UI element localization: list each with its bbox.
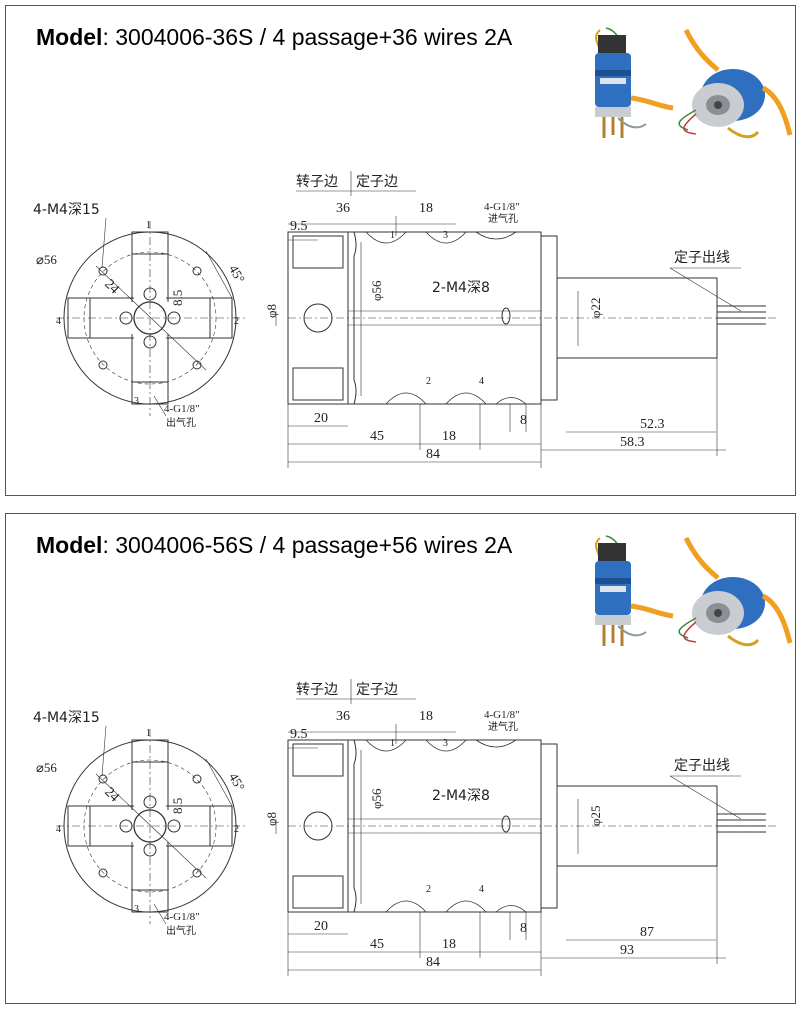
dim-18-bottom: 18 — [442, 429, 456, 444]
port-3: 3 — [443, 738, 448, 749]
stator-side-label: 定子边 — [356, 682, 398, 698]
inlet-cn-label: 进气孔 — [488, 212, 518, 225]
dim-36: 36 — [336, 201, 350, 216]
front-dia-56: ⌀56 — [36, 252, 57, 267]
model-label: Model — [36, 532, 103, 558]
shaft-length: 52.3 — [640, 417, 665, 432]
port-1: 1 — [390, 738, 395, 749]
shaft-diameter: φ22 — [588, 297, 603, 318]
total-length: 58.3 — [620, 435, 645, 450]
shaft-diameter: φ25 — [588, 805, 603, 826]
spec-panel-2: Model: 3004006-56S / 4 passage+56 wires … — [5, 513, 796, 1004]
dim-18-top: 18 — [419, 201, 433, 216]
dim-24: 24 — [101, 277, 122, 298]
outlet-cn-label: 出气孔 — [166, 924, 196, 937]
dim-9-5: 9.5 — [290, 219, 308, 234]
port-4: 4 — [479, 376, 484, 387]
front-view — [56, 217, 246, 417]
dim-8-5: 8.5 — [170, 290, 185, 306]
port-3: 3 — [443, 230, 448, 241]
product-photo — [595, 535, 793, 647]
face-4: 4 — [56, 824, 61, 835]
total-length: 93 — [620, 943, 634, 958]
dim-phi8: φ8 — [264, 812, 279, 826]
dim-phi8: φ8 — [264, 304, 279, 318]
rotor-side-label: 转子边 — [296, 682, 338, 698]
model-title: Model: 3004006-56S / 4 passage+56 wires … — [36, 532, 512, 559]
stator-side-label: 定子边 — [356, 174, 398, 190]
port-4: 4 — [479, 884, 484, 895]
face-2: 2 — [234, 316, 239, 327]
port-2: 2 — [426, 884, 431, 895]
m4-depth15-label: 4-M4深15 — [33, 202, 100, 218]
technical-drawing: 转子边 定子边 36 18 9.5 4-G1/8" 进气孔 1 3 φ56 2-… — [33, 679, 776, 976]
spec-panel-1: Model: 3004006-36S / 4 passage+36 wires … — [5, 5, 796, 496]
inlet-cn-label: 进气孔 — [488, 720, 518, 733]
dim-36: 36 — [336, 709, 350, 724]
dim-18-top: 18 — [419, 709, 433, 724]
angle-45: 45° — [226, 770, 248, 793]
port-1: 1 — [390, 230, 395, 241]
slip-ring-photo-2 — [678, 28, 793, 139]
technical-drawing: 转子边 定子边 36 18 9.5 4-G1/8" 进气孔 1 3 φ56 2-… — [33, 171, 776, 468]
outlet-cn-label: 出气孔 — [166, 416, 196, 429]
dim-20: 20 — [314, 411, 328, 426]
slip-ring-photo-1 — [595, 27, 674, 138]
rotor-side-label: 转子边 — [296, 174, 338, 190]
m4-depth15-label: 4-M4深15 — [33, 710, 100, 726]
dim-8: 8 — [520, 921, 527, 936]
dimension-labels: 转子边 定子边 36 18 9.5 4-G1/8" 进气孔 1 3 φ56 2-… — [33, 174, 730, 462]
slip-ring-photo-1 — [595, 535, 674, 646]
face-1: 1 — [146, 728, 151, 739]
shaft-length: 87 — [640, 925, 654, 940]
model-title: Model: 3004006-36S / 4 passage+36 wires … — [36, 24, 512, 51]
product-photo — [595, 27, 793, 139]
dim-45: 45 — [370, 937, 384, 952]
port-2: 2 — [426, 376, 431, 387]
dim-8: 8 — [520, 413, 527, 428]
m4-depth8-label: 2-M4深8 — [432, 280, 490, 296]
face-3: 3 — [134, 904, 139, 915]
model-description: : 3004006-56S / 4 passage+56 wires 2A — [102, 532, 513, 558]
dim-45: 45 — [370, 429, 384, 444]
stator-lead-label: 定子出线 — [674, 758, 730, 774]
dim-8-5: 8.5 — [170, 798, 185, 814]
dim-phi56: φ56 — [369, 788, 384, 809]
outlet-label: 4-G1/8" — [164, 911, 200, 923]
inlet-label: 4-G1/8" — [484, 201, 520, 213]
dim-84: 84 — [426, 447, 440, 462]
dim-24: 24 — [101, 785, 122, 806]
side-view — [275, 679, 776, 976]
front-dia-56: ⌀56 — [36, 760, 57, 775]
dim-9-5: 9.5 — [290, 727, 308, 742]
face-4: 4 — [56, 316, 61, 327]
dim-phi56: φ56 — [369, 280, 384, 301]
outlet-label: 4-G1/8" — [164, 403, 200, 415]
inlet-label: 4-G1/8" — [484, 709, 520, 721]
face-2: 2 — [234, 824, 239, 835]
dim-84: 84 — [426, 955, 440, 970]
face-1: 1 — [146, 220, 151, 231]
m4-depth8-label: 2-M4深8 — [432, 788, 490, 804]
model-label: Model — [36, 24, 103, 50]
model-description: : 3004006-36S / 4 passage+36 wires 2A — [102, 24, 513, 50]
side-view — [275, 171, 776, 468]
dim-20: 20 — [314, 919, 328, 934]
dim-18-bottom: 18 — [442, 937, 456, 952]
angle-45: 45° — [226, 262, 248, 285]
front-view — [56, 725, 246, 925]
stator-lead-label: 定子出线 — [674, 250, 730, 266]
face-3: 3 — [134, 396, 139, 407]
slip-ring-photo-2 — [678, 536, 793, 647]
